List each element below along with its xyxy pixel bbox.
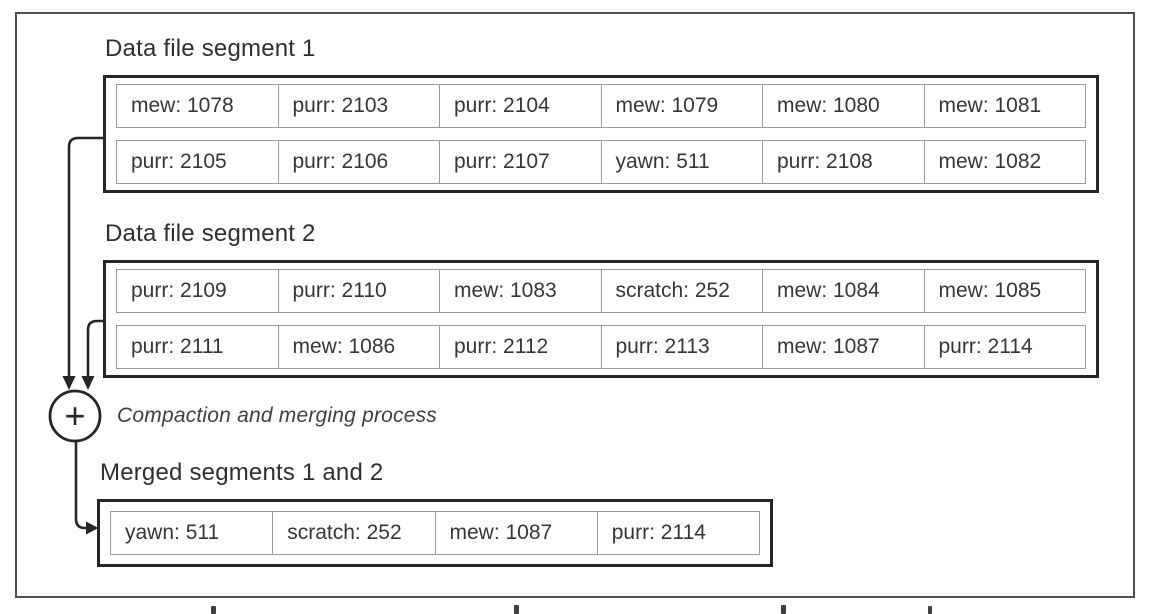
record-cell: purr: 2105: [131, 150, 227, 173]
cut-off-caption-fragment: [928, 606, 932, 614]
record-cell: mew: 1083: [439, 270, 601, 312]
record-cell: yawn: 511: [125, 521, 220, 544]
record-cell: purr: 2106: [277, 141, 440, 183]
record-cell: purr: 2104: [439, 85, 601, 127]
record-cell: mew: 1084: [762, 270, 924, 312]
arrowhead-down-icon: [62, 376, 76, 390]
segment1-title: Data file segment 1: [105, 35, 316, 62]
record-cell: purr: 2114: [596, 512, 759, 554]
record-cell: purr: 2112: [439, 326, 601, 368]
merge-process-label: Compaction and merging process: [117, 404, 437, 427]
merged-title: Merged segments 1 and 2: [100, 459, 384, 486]
record-cell: scratch: 252: [600, 270, 763, 312]
record-cell: purr: 2109: [131, 279, 227, 302]
record-cell: mew: 1078: [131, 94, 234, 117]
record-cell: mew: 1081: [923, 85, 1086, 127]
record-cell: scratch: 252: [272, 512, 434, 554]
record-cell: purr: 2110: [277, 270, 440, 312]
merge-operator-circle: [48, 389, 102, 443]
record-cell: purr: 2108: [762, 141, 924, 183]
record-cell: purr: 2107: [439, 141, 601, 183]
merge-to-merged-arrow: [74, 441, 86, 530]
record-cell: mew: 1085: [923, 270, 1086, 312]
cut-off-caption-fragment: [514, 605, 519, 614]
record-cell: purr: 2103: [277, 85, 440, 127]
record-cell: mew: 1086: [277, 326, 440, 368]
record-cell: purr: 2111: [131, 335, 224, 358]
segment2-title: Data file segment 2: [105, 220, 316, 247]
record-cell: purr: 2114: [923, 326, 1086, 368]
segment1-to-merge-arrow: [67, 136, 103, 377]
cut-off-caption-fragment: [211, 606, 216, 614]
cut-off-caption-fragment: [781, 605, 786, 614]
record-cell: mew: 1079: [600, 85, 763, 127]
plus-icon: +: [64, 395, 85, 436]
record-cell: yawn: 511: [600, 141, 763, 183]
record-cell: mew: 1082: [923, 141, 1086, 183]
arrowhead-down-icon: [81, 376, 95, 390]
record-cell: mew: 1087: [434, 512, 597, 554]
record-cell: purr: 2113: [600, 326, 763, 368]
record-cell: mew: 1080: [762, 85, 924, 127]
record-cell: mew: 1087: [762, 326, 924, 368]
segment2-to-merge-arrow: [86, 319, 103, 377]
